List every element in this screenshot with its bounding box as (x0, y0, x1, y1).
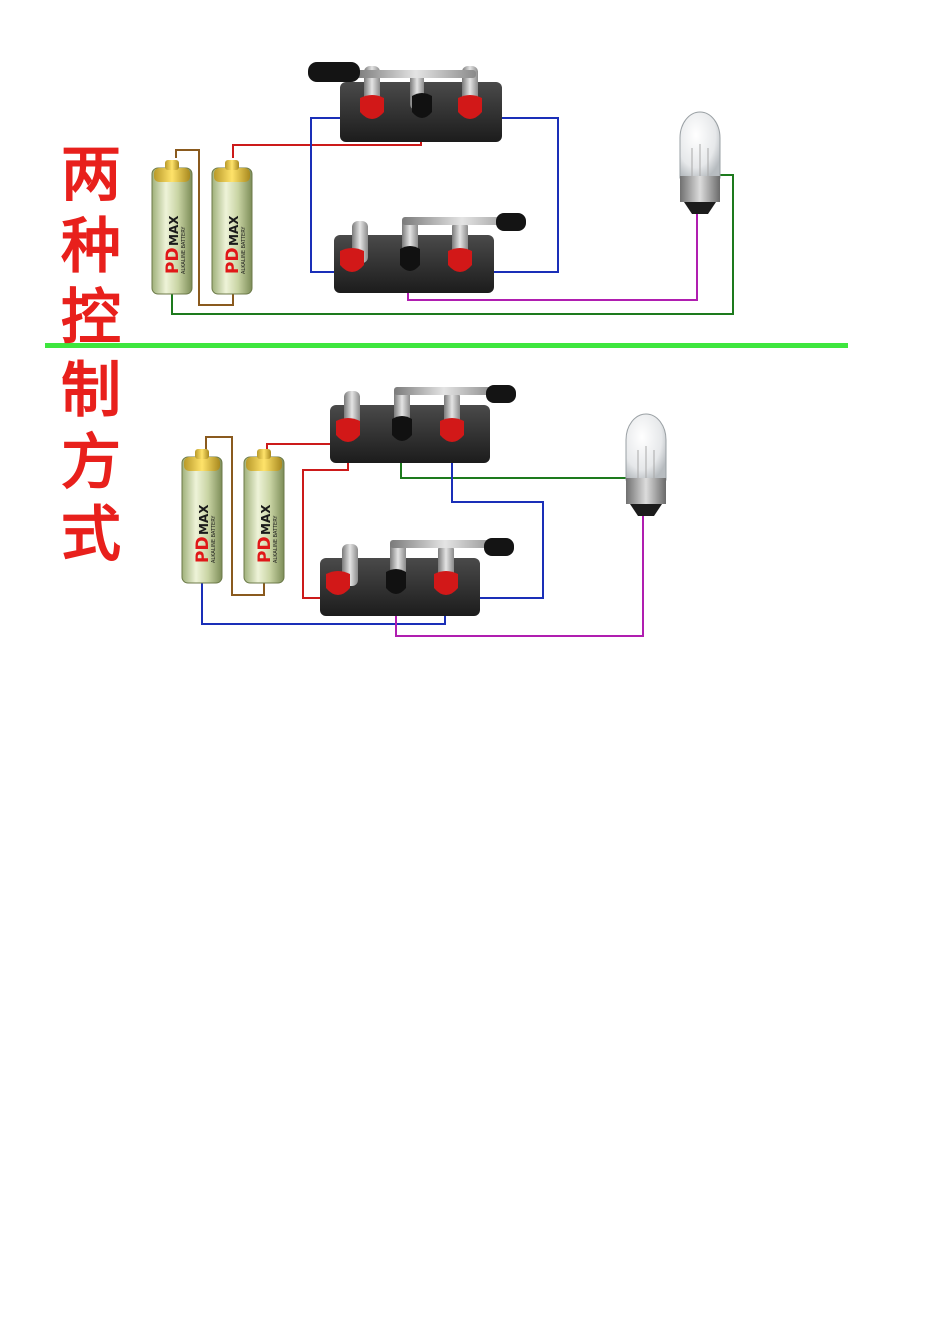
bottom-wire-blue-right (448, 440, 544, 599)
battery-type: ALKALINE BATTERY (181, 226, 187, 274)
battery-icon: PD MAX ALKALINE BATTERY (243, 449, 285, 584)
title-char-2: 种 (61, 212, 121, 282)
battery-model: MAX (227, 215, 241, 246)
battery-icon: PD MAX ALKALINE BATTERY (181, 449, 223, 584)
battery-brand: PD (193, 536, 213, 563)
knife-switch-icon (308, 62, 502, 142)
title-char-5: 方 (61, 428, 121, 498)
battery-model: MAX (259, 504, 273, 535)
battery-model: MAX (167, 215, 181, 246)
knife-switch-icon (334, 213, 526, 293)
title-char-6: 式 (61, 500, 121, 570)
light-bulb-icon (625, 413, 667, 516)
bottom-wire-brown-link (205, 436, 265, 596)
knife-switch-icon (330, 385, 516, 463)
battery-brand: PD (255, 536, 275, 563)
top-wire-blue-left (310, 117, 350, 273)
top-wire-blue-right (462, 117, 559, 273)
bottom-wire-purple (395, 514, 644, 637)
battery-icon: PD MAX ALKALINE BATTERY (151, 160, 193, 295)
top-wire-green (171, 174, 734, 315)
knife-switch-icon (320, 538, 514, 616)
battery-type: ALKALINE BATTERY (211, 515, 217, 563)
top-wires (171, 112, 734, 315)
top-wire-red-link (175, 149, 234, 306)
title-char-1: 两 (61, 140, 121, 210)
title-char-3: 控 (61, 283, 121, 353)
battery-icon: PD MAX ALKALINE BATTERY (211, 160, 253, 295)
divider-line (45, 343, 848, 348)
battery-brand: PD (223, 247, 243, 274)
battery-brand: PD (163, 247, 183, 274)
title-char-4: 制 (61, 356, 121, 426)
battery-model: MAX (197, 504, 211, 535)
battery-type: ALKALINE BATTERY (241, 226, 247, 274)
light-bulb-icon (679, 111, 721, 214)
battery-type: ALKALINE BATTERY (273, 515, 279, 563)
